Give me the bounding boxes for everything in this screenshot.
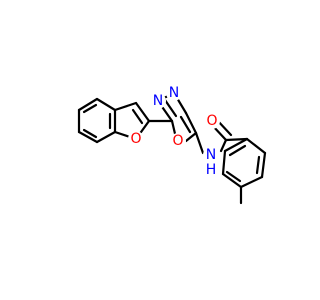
bond <box>179 115 192 134</box>
oxadiazole-oxygen-atom: O <box>170 133 186 149</box>
amide-h-label: H <box>206 162 217 178</box>
bond <box>163 98 178 118</box>
bond <box>221 172 243 189</box>
bond <box>224 137 249 142</box>
furan-oxygen-label: O <box>130 131 141 147</box>
amide-nh-atom: N H <box>203 147 219 178</box>
oxadiazole-oxygen-label: O <box>172 133 183 149</box>
bond <box>221 149 227 176</box>
bond <box>184 131 198 143</box>
bond <box>223 137 249 153</box>
bond <box>134 101 151 123</box>
bond <box>77 97 99 112</box>
bond <box>95 130 117 144</box>
bond <box>228 144 247 157</box>
bond <box>77 130 99 144</box>
furan-oxygen-atom: O <box>128 131 144 147</box>
oxadiazole-n3-atom: N <box>150 93 166 109</box>
bond <box>245 137 267 155</box>
bond <box>255 155 261 175</box>
bond <box>131 108 144 125</box>
atom-label-layer: O N N O O N H <box>128 85 220 178</box>
bond <box>184 111 198 135</box>
molecule-canvas: O N N O O N H <box>77 85 267 205</box>
oxadiazole-n4-label: N <box>169 85 179 101</box>
bond <box>260 151 267 179</box>
oxadiazole-n4-atom: N <box>166 85 182 101</box>
bond <box>225 170 242 183</box>
molecule-structure: O N N O O N H <box>77 85 267 205</box>
bond-layer <box>77 91 267 205</box>
bond <box>82 103 98 114</box>
bond <box>239 175 264 189</box>
amide-n-label: N <box>206 147 216 163</box>
bond <box>219 138 228 153</box>
oxadiazole-n3-label: N <box>153 93 163 109</box>
bond <box>82 128 98 139</box>
bond <box>194 131 205 155</box>
amide-oxygen-atom: O <box>204 113 220 129</box>
amide-oxygen-label: O <box>206 113 217 129</box>
bond <box>113 101 138 112</box>
bond <box>95 97 117 112</box>
